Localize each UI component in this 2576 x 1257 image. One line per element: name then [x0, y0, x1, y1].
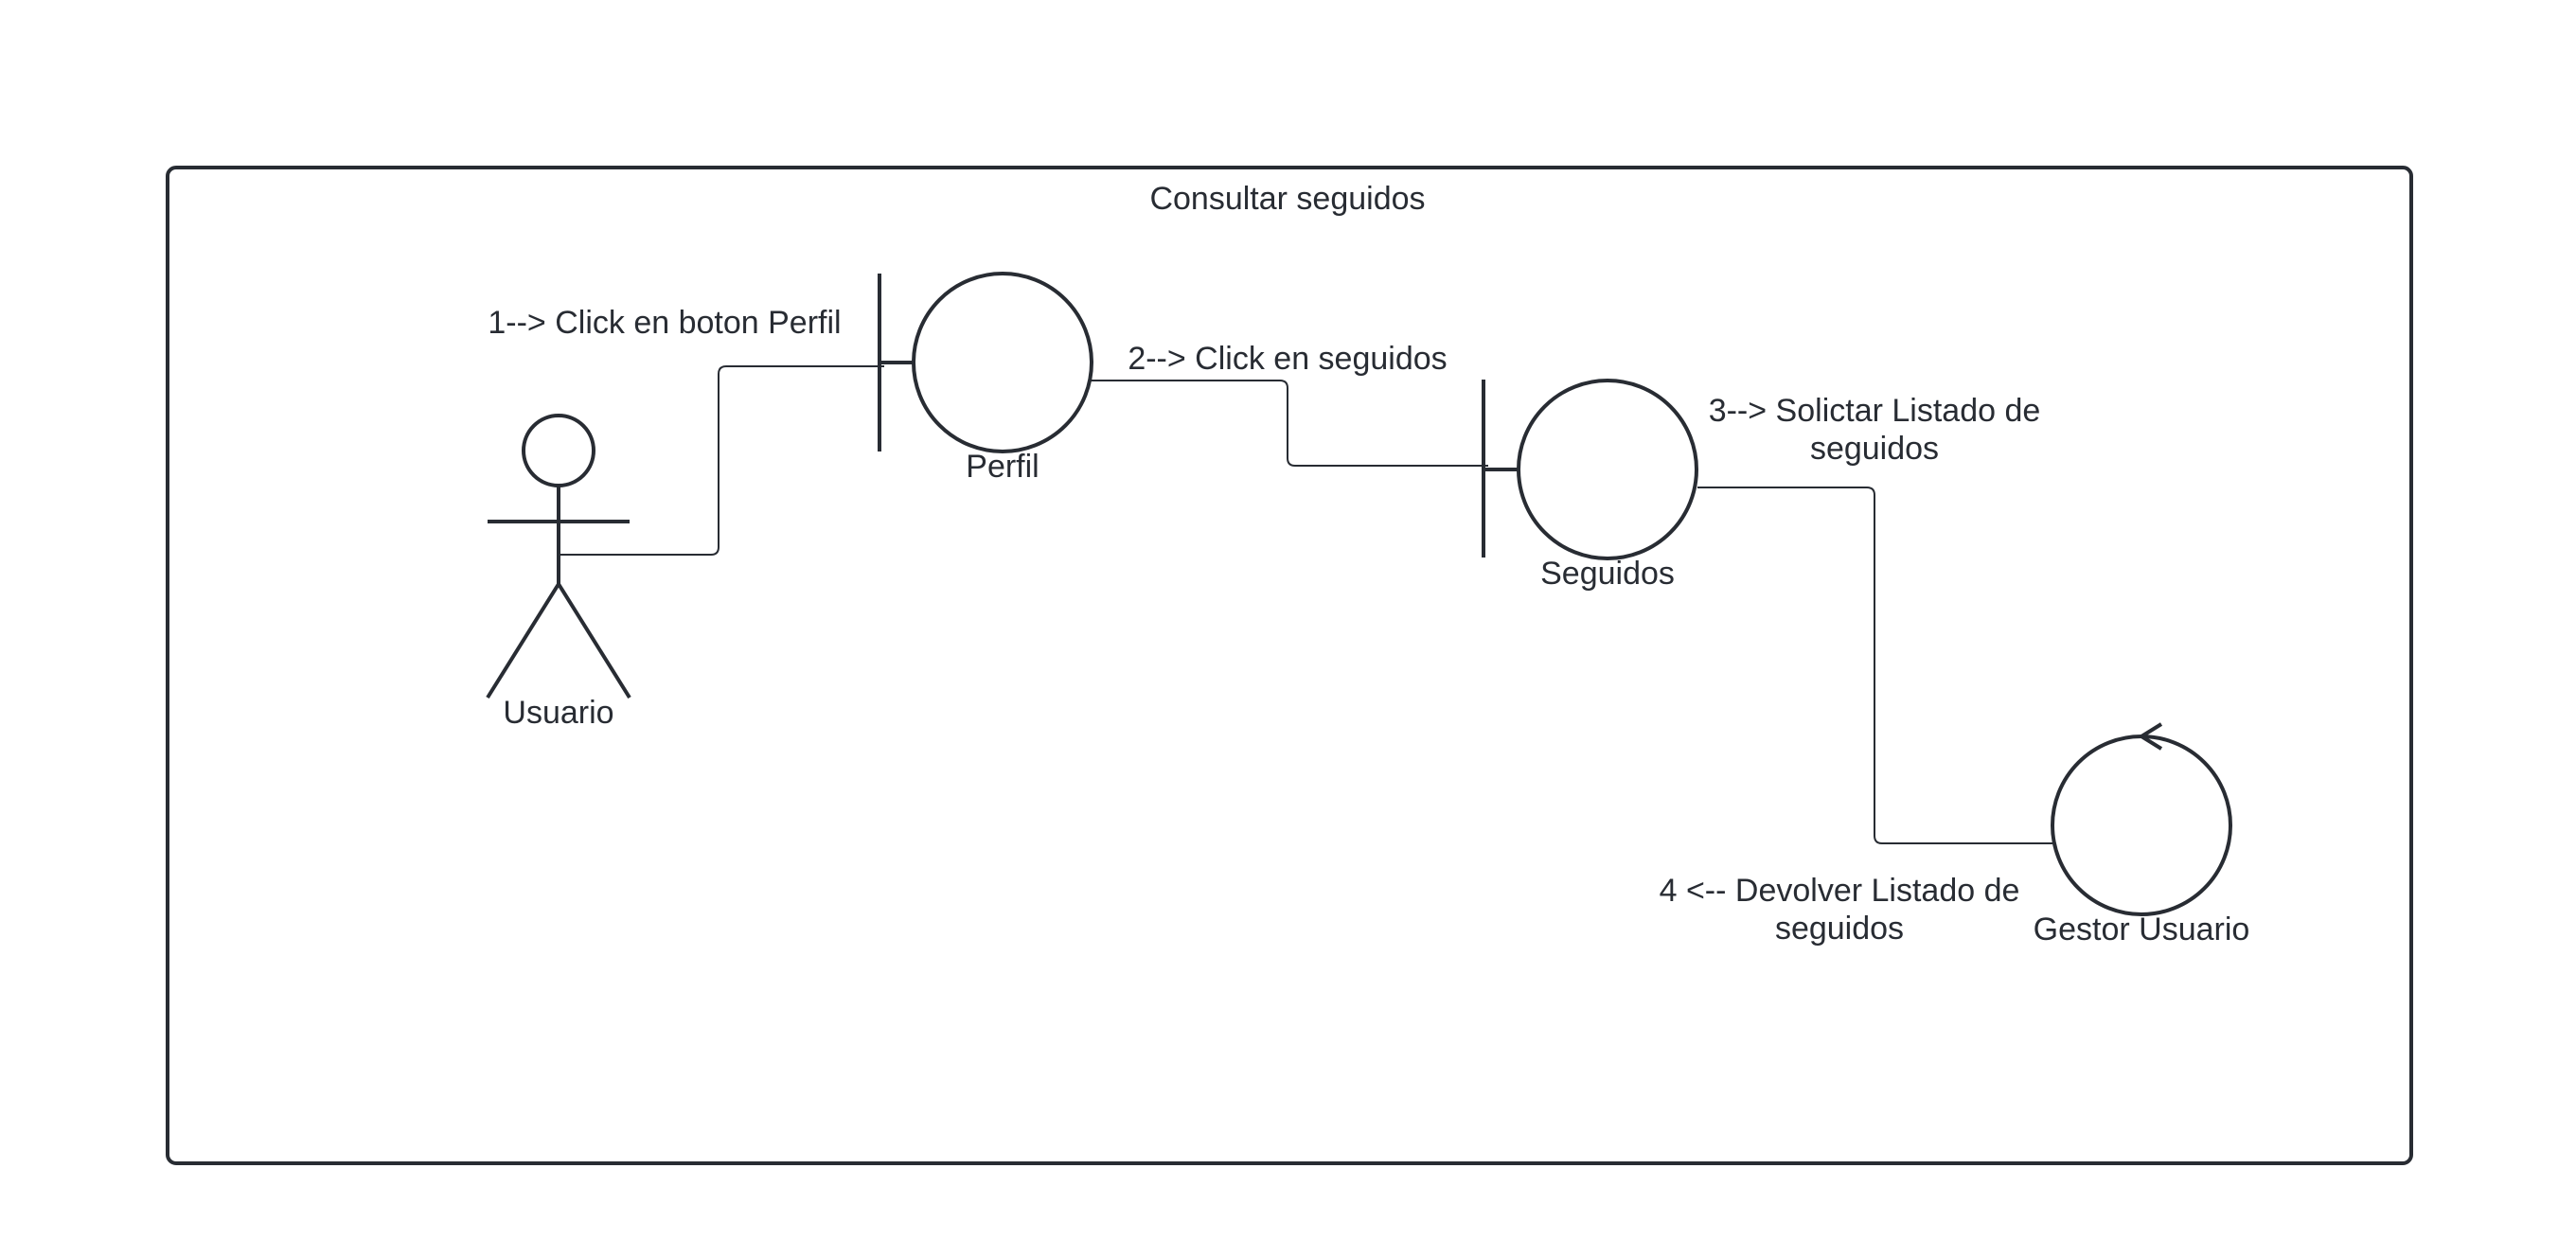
connector-seguidos-gestor — [1697, 487, 2052, 844]
control-gestor-usuario[interactable]: Gestor Usuario — [2034, 722, 2250, 947]
message-4-label-line1: 4 <-- Devolver Listado de — [1660, 873, 2020, 909]
actor-head — [522, 414, 595, 487]
frame-title: Consultar seguidos — [1149, 181, 1425, 217]
actor-left-leg — [486, 582, 560, 699]
message-3-label-line2: seguidos — [1810, 431, 1939, 467]
boundary-perfil[interactable]: Perfil — [878, 272, 1093, 485]
message-1-label: 1--> Click en boton Perfil — [488, 305, 841, 341]
control-arrowhead — [2138, 722, 2163, 751]
boundary-seguidos[interactable]: Seguidos — [1482, 379, 1698, 592]
message-4-label-line2: seguidos — [1775, 911, 1904, 947]
actor-usuario[interactable]: Usuario — [486, 414, 631, 731]
actor-right-leg — [557, 582, 631, 699]
boundary-perfil-label: Perfil — [966, 449, 1039, 485]
connector-perfil-seguidos — [1091, 380, 1488, 467]
message-3-label-line1: 3--> Solictar Listado de — [1709, 393, 2041, 429]
actor-label: Usuario — [503, 695, 613, 731]
control-gestor-label: Gestor Usuario — [2034, 912, 2250, 947]
boundary-circle — [912, 272, 1093, 453]
control-circle — [2051, 735, 2232, 916]
message-2-label: 2--> Click en seguidos — [1128, 341, 1447, 377]
diagram-frame — [166, 166, 2413, 1165]
boundary-seguidos-label: Seguidos — [1540, 556, 1675, 592]
boundary-circle — [1517, 379, 1698, 560]
connector-usuario-perfil — [559, 365, 884, 556]
